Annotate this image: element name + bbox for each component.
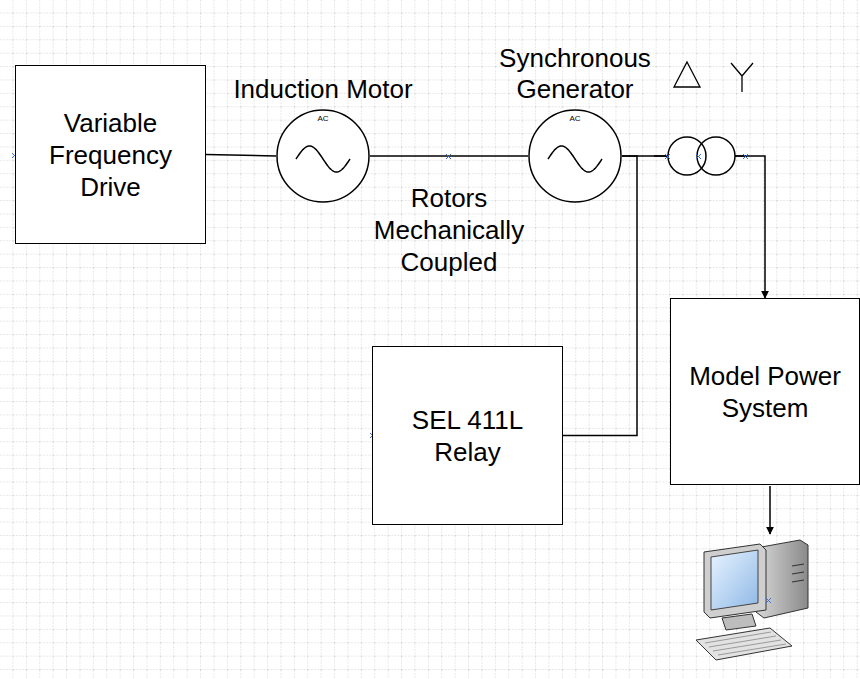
- computer-icon: [696, 540, 808, 660]
- ac-mark: AC: [276, 114, 370, 123]
- machine-heading: Induction Motor: [218, 74, 428, 105]
- motor-circle: Induction MotorAC: [276, 109, 370, 203]
- text-wrap: Model Power System: [671, 356, 859, 428]
- wye-symbol: [731, 63, 753, 92]
- text-wrap: SEL 411L Relay: [373, 400, 562, 472]
- machine-outline: [528, 109, 622, 203]
- wire-connector: [622, 156, 765, 298]
- box-label: Variable Frequency Drive: [16, 103, 205, 207]
- relay-box: SEL 411L Relay: [372, 346, 563, 525]
- box-label: SEL 411L Relay: [373, 400, 562, 472]
- machine-heading: Synchronous Generator: [470, 43, 680, 105]
- machine-outline: [276, 109, 370, 203]
- generator-circle: Synchronous GeneratorAC: [528, 109, 622, 203]
- transformer-symbol: [654, 137, 747, 175]
- box-label: Model Power System: [671, 356, 859, 428]
- delta-symbol: [674, 62, 700, 87]
- wire-connector: [206, 155, 276, 157]
- drive-box: Variable Frequency Drive: [15, 65, 206, 244]
- data-arrow: [769, 486, 771, 534]
- coupling-label: Rotors Mechanically Coupled: [359, 182, 539, 278]
- text-wrap: Variable Frequency Drive: [16, 103, 205, 207]
- power-system-box: Model Power System: [670, 298, 860, 485]
- ac-mark: AC: [528, 114, 622, 123]
